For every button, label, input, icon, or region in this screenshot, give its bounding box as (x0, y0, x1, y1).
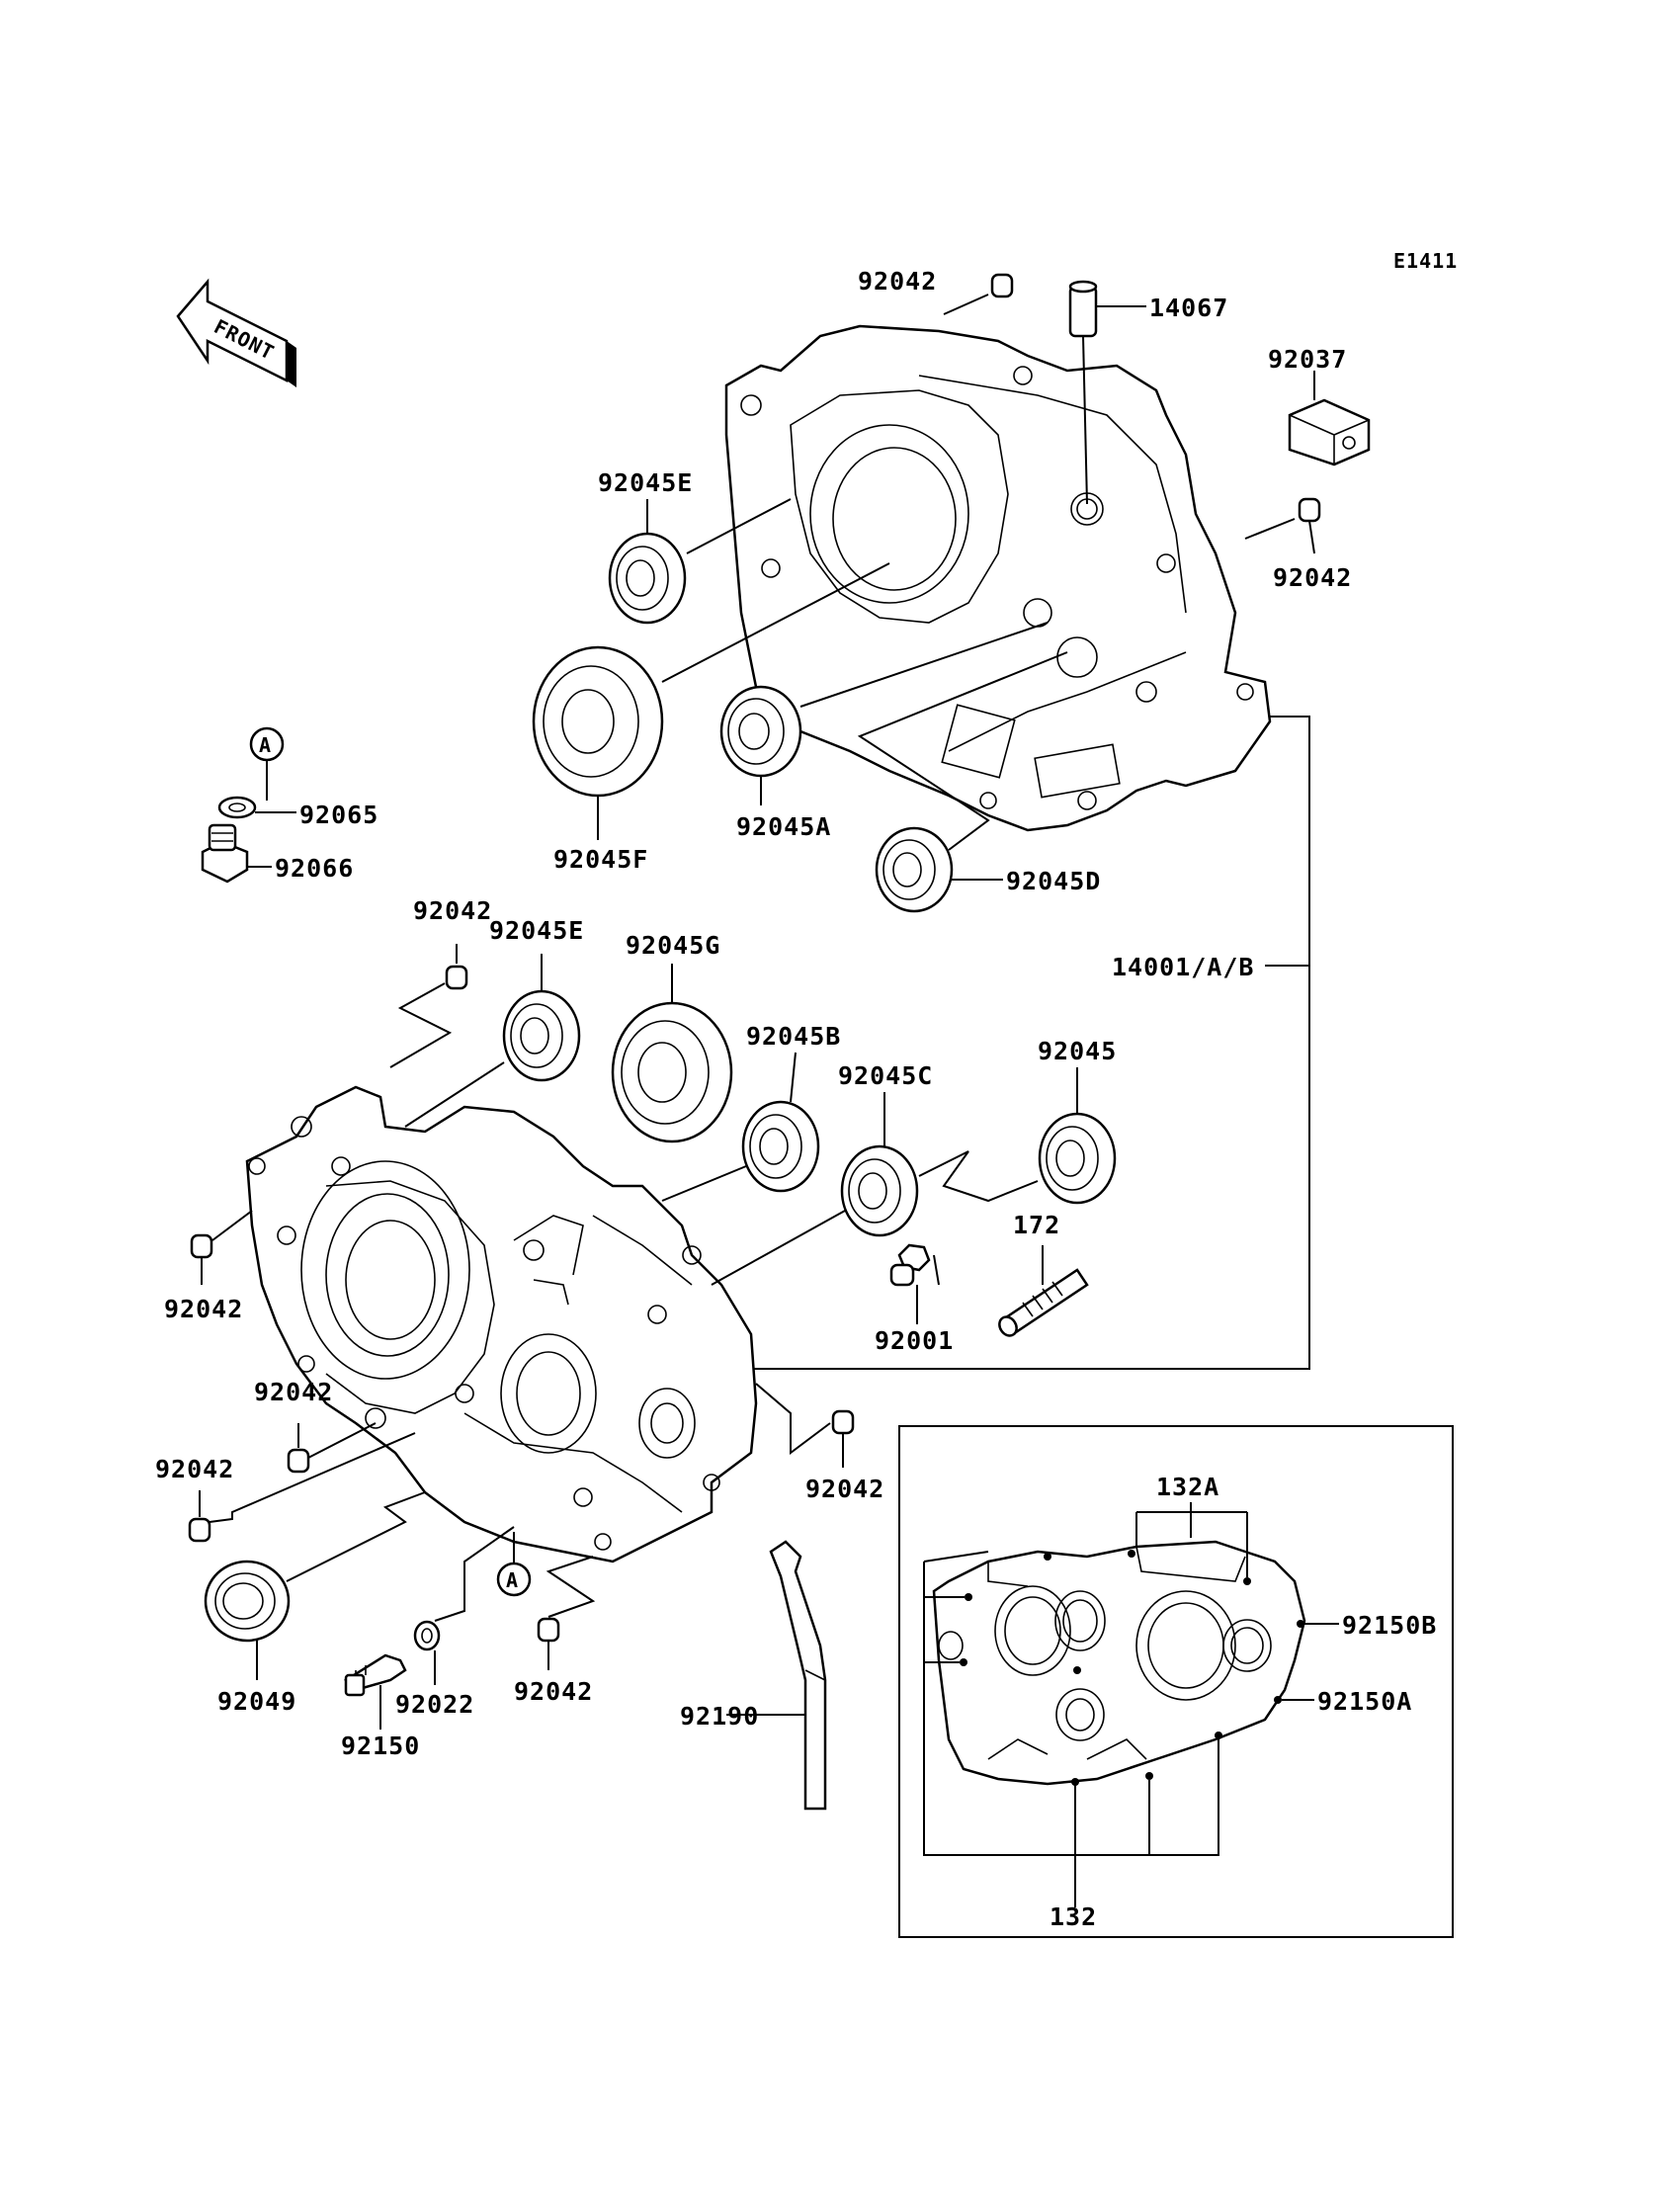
label-92042-right: 92042 (1273, 563, 1352, 592)
bearing-92045C (711, 1092, 1039, 1286)
dowel-pin-92042-bottom (537, 1556, 596, 1670)
diagram-code: E1411 (1393, 249, 1458, 273)
bearing-92045G (611, 964, 733, 1143)
label-92045C: 92045C (838, 1061, 933, 1090)
dowel-pin-92042-mid (389, 944, 468, 1068)
label-92045G: 92045G (626, 931, 720, 960)
inset-bolt-detail (898, 1425, 1454, 1938)
label-92066: 92066 (275, 854, 354, 883)
bearing-92045A (719, 622, 1049, 805)
svg-text:A: A (506, 1568, 519, 1592)
label-92042-mid: 92042 (413, 896, 492, 925)
label-92022: 92022 (395, 1690, 474, 1719)
label-172: 172 (1013, 1211, 1060, 1239)
label-14001: 14001/A/B (1112, 953, 1254, 981)
label-92001: 92001 (875, 1326, 954, 1355)
bearing-92045E-lower (404, 954, 581, 1128)
label-92042-lr: 92042 (805, 1475, 884, 1503)
dowel-pin-92042-right (1244, 497, 1321, 554)
bearing-92045D (857, 651, 1068, 913)
bearing-92045B (661, 1052, 820, 1202)
crankcase-left-half (245, 1085, 758, 1563)
plug-92001 (889, 1243, 940, 1324)
label-92045D: 92045D (1006, 867, 1101, 895)
label-92042-l2: 92042 (254, 1378, 333, 1406)
label-92045F: 92045F (553, 845, 648, 874)
label-92042-bottom: 92042 (514, 1677, 593, 1706)
label-92045B: 92045B (746, 1022, 841, 1051)
dowel-pin-92042-left (190, 1210, 253, 1285)
breather-tube-92190 (726, 1540, 827, 1811)
label-92065: 92065 (299, 801, 378, 829)
label-92045: 92045 (1038, 1037, 1117, 1065)
bearing-92045F (532, 562, 890, 840)
front-arrow-icon: FRONT (176, 278, 296, 387)
label-132: 132 (1050, 1902, 1097, 1931)
label-92042-l3: 92042 (155, 1455, 234, 1483)
dowel-pin-92042-l2 (287, 1422, 377, 1474)
label-92150: 92150 (341, 1732, 420, 1760)
ref-a-lower: A (496, 1532, 532, 1597)
svg-text:A: A (259, 733, 272, 757)
label-132A: 132A (1156, 1473, 1219, 1501)
bolt-92150 (344, 1653, 407, 1730)
bearing-92045 (1038, 1067, 1117, 1205)
crankcase-right-half (724, 324, 1272, 832)
washer-92065 (217, 796, 296, 819)
ref-a-upper: A (249, 726, 285, 801)
label-92042-left: 92042 (164, 1295, 243, 1323)
dowel-pin-92042-lr (755, 1383, 855, 1468)
label-92150B: 92150B (1342, 1611, 1437, 1640)
drain-plug-92066 (201, 823, 272, 884)
stud-172 (998, 1245, 1089, 1337)
label-92045A: 92045A (736, 812, 831, 841)
label-92150A: 92150A (1317, 1687, 1412, 1716)
dowel-pin-92042-top (943, 273, 1014, 315)
crankcase-set-leader (751, 716, 1310, 1370)
washer-92022 (413, 1526, 515, 1685)
label-92045E-lower: 92045E (489, 916, 584, 945)
label-92049: 92049 (217, 1687, 296, 1716)
bracket-92037 (1288, 371, 1371, 466)
label-92190: 92190 (680, 1702, 759, 1731)
oil-seal-92049 (204, 1491, 426, 1680)
bearing-92045E-upper (608, 498, 792, 625)
label-92042-top: 92042 (858, 267, 937, 296)
label-14067: 14067 (1149, 294, 1228, 322)
label-92037: 92037 (1268, 345, 1347, 374)
oil-jet-14067 (1068, 280, 1146, 505)
label-92045E-upper: 92045E (598, 468, 693, 497)
dowel-pin-92042-l3 (188, 1432, 416, 1543)
